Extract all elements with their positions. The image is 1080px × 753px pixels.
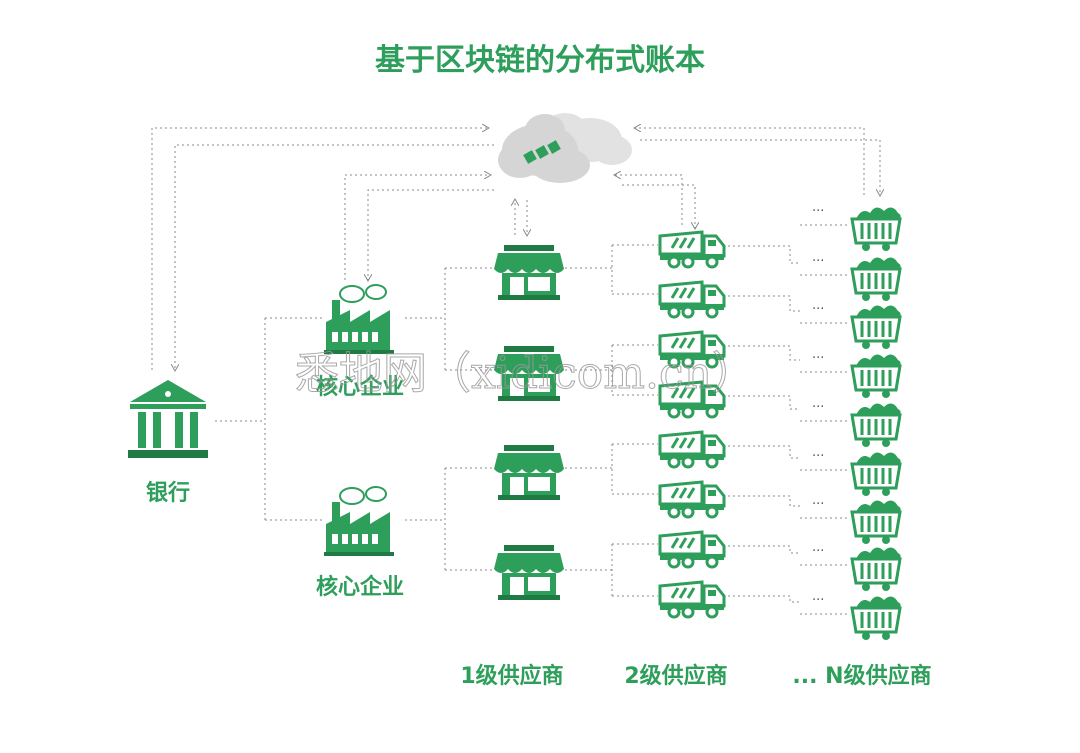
shop-icon [494, 245, 564, 300]
tier2-label: 2级供应商 [624, 663, 727, 689]
ellipsis-text: ... [812, 445, 824, 460]
mine-cart-icon [850, 500, 902, 544]
ellipsis-text: ... [812, 540, 824, 555]
ellipsis-text: ... [812, 396, 824, 411]
shop-icon [494, 346, 564, 401]
tier1-label: 1级供应商 [460, 663, 563, 689]
mine-cart-icon [850, 547, 902, 591]
ellipsis-text: ... [812, 493, 824, 508]
mine-cart-icon [850, 452, 902, 496]
truck-icon [658, 230, 726, 269]
shop-icon [494, 445, 564, 500]
ellipsis-text: ... [812, 298, 824, 313]
diagram-title: 基于区块链的分布式账本 [375, 43, 705, 78]
tier2-to-tierN-lines [728, 224, 848, 615]
truck-icon [658, 480, 726, 519]
factory-icon [324, 486, 394, 556]
factory-icon [324, 284, 394, 354]
ellipsis-text: ... [812, 250, 824, 265]
core-enterprise-1-label: 核心企业 [316, 374, 404, 400]
tierN-label: ... N级供应商 [792, 663, 931, 689]
ellipsis-text: ... [812, 347, 824, 362]
truck-icon [658, 280, 726, 319]
truck-icon [658, 330, 726, 369]
connection-lines [151, 128, 880, 597]
mine-cart-icon [850, 207, 902, 251]
truck-icon [658, 430, 726, 469]
bank-label: 银行 [146, 480, 190, 506]
shop-icon [494, 545, 564, 600]
bank-icon [128, 380, 208, 458]
truck-icon [658, 380, 726, 419]
mine-cart-icon [850, 257, 902, 301]
mine-cart-icon [850, 305, 902, 349]
watermark: 悉地网（xidicom.cn） [295, 348, 756, 399]
core-enterprise-2-label: 核心企业 [316, 574, 404, 600]
ellipsis-text: ... [812, 200, 824, 215]
mine-cart-icon [850, 403, 902, 447]
truck-icon [658, 530, 726, 569]
blockchain-cloud-icon [498, 113, 632, 183]
mine-cart-icon [850, 354, 902, 398]
mine-cart-icon [850, 596, 902, 640]
ellipsis-text: ... [812, 589, 824, 604]
truck-icon [658, 580, 726, 619]
